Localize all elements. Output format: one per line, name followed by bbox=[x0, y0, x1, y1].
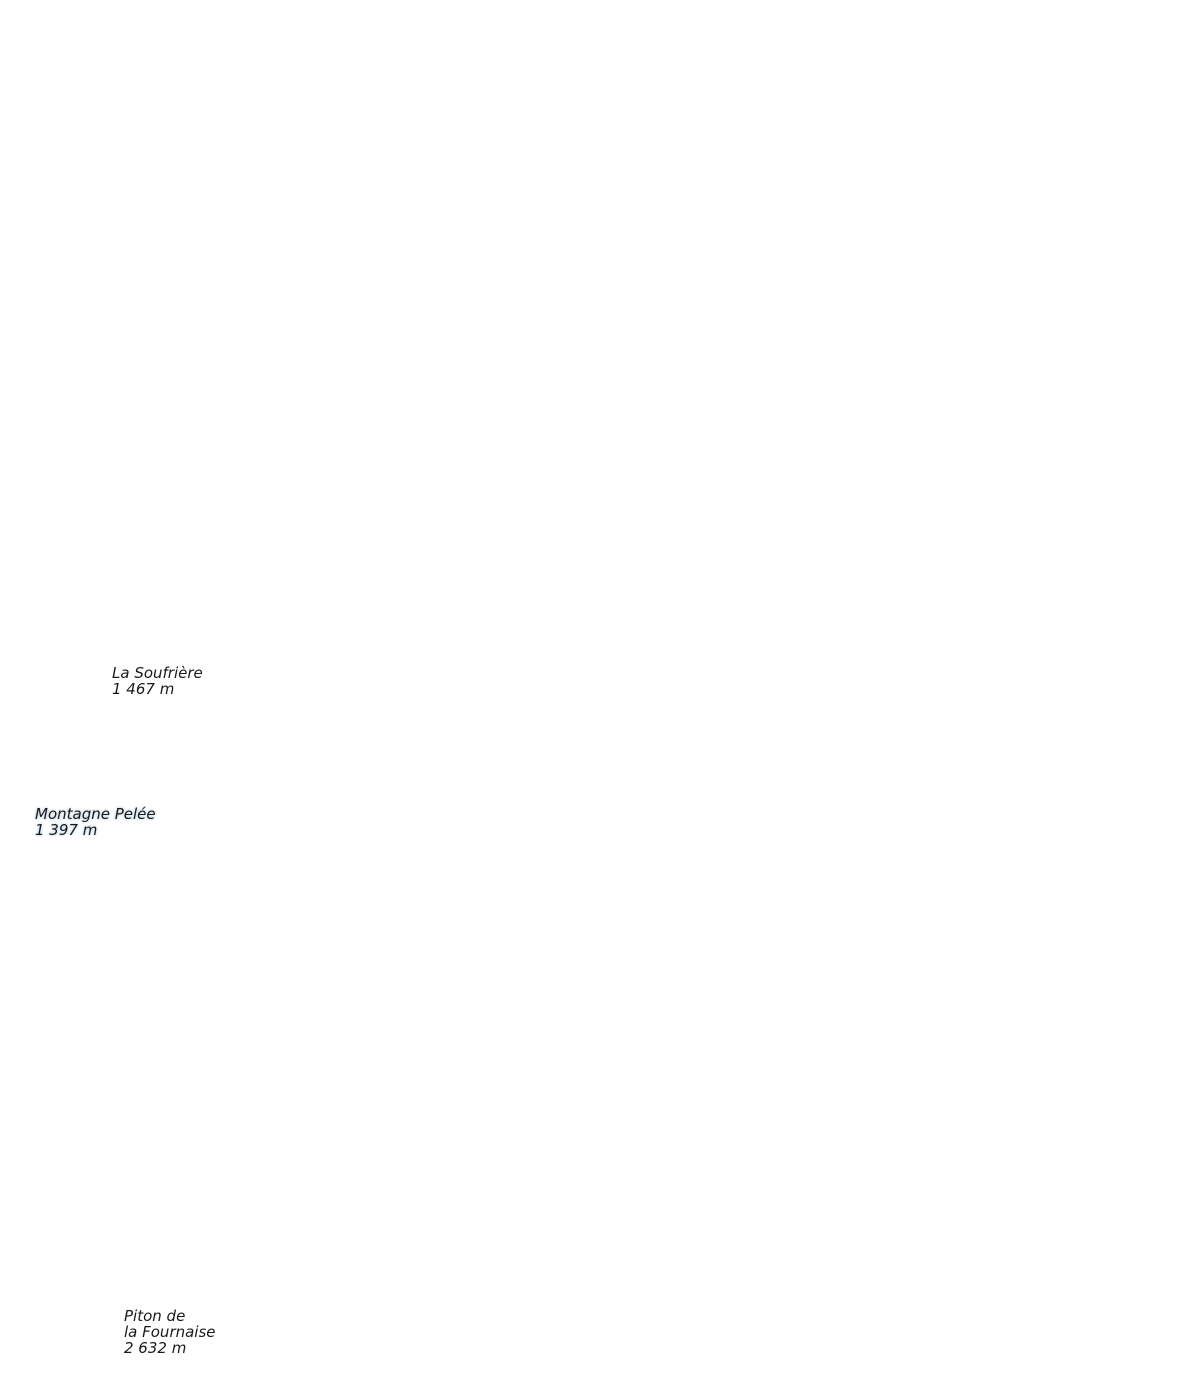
map-label-piton-de-la-fournaise: Piton de la Fournaise 2 632 m bbox=[124, 1308, 216, 1356]
volcano-elevation: 1 397 m bbox=[35, 821, 98, 839]
volcano-name-line-2: la Fournaise bbox=[124, 1323, 216, 1341]
volcano-elevation: 2 632 m bbox=[124, 1339, 187, 1357]
volcano-name: Montagne Pelée bbox=[35, 805, 156, 823]
volcano-name-line-1: Piton de bbox=[124, 1307, 186, 1325]
volcano-name: La Soufrière bbox=[112, 664, 203, 682]
map-label-la-soufriere: La Soufrière 1 467 m bbox=[112, 665, 203, 697]
volcano-elevation: 1 467 m bbox=[112, 680, 175, 698]
map-label-montagne-pelee: Montagne Pelée 1 397 m bbox=[35, 806, 156, 838]
